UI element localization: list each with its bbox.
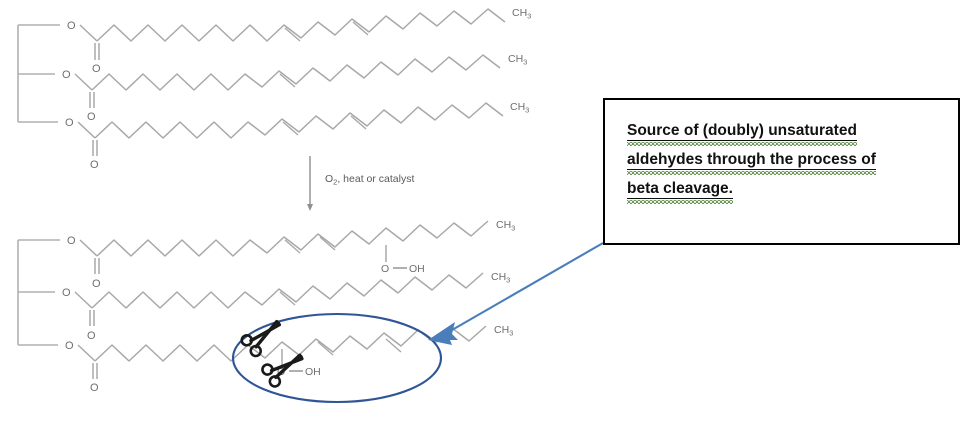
hydroperoxide-group-chain-1: O OH	[381, 263, 425, 275]
terminal-methyl-label: CH3	[494, 324, 513, 338]
callout-pointer-arrow	[428, 242, 604, 345]
spellcheck-underline	[627, 200, 733, 204]
ester-oxygen-label: O	[62, 287, 71, 299]
product-chain-2	[91, 272, 484, 309]
scissors-icon	[240, 319, 282, 358]
product-structure: O O O O O O CH3 O OH	[17, 219, 515, 394]
product-glycerol-backbone	[17, 239, 60, 346]
terminal-methyl-label: CH3	[512, 7, 531, 21]
spellcheck-underline	[627, 142, 857, 146]
reactant-chain-3	[94, 102, 504, 139]
carbonyl-oxygen-label: O	[90, 159, 99, 171]
text-underline	[627, 169, 876, 170]
carbonyl-oxygen-label: O	[87, 330, 96, 342]
product-chain-1	[96, 220, 489, 262]
callout-line: Source of (doubly) unsaturated	[627, 116, 857, 146]
ester-oxygen-label: O	[62, 69, 71, 81]
ester-oxygen-label: O	[65, 117, 74, 129]
carbonyl-oxygen-label: O	[90, 382, 99, 394]
ester-oxygen-label: O	[67, 20, 76, 32]
scissors-icon	[261, 353, 304, 388]
hydroperoxide-oh-label: OH	[409, 263, 425, 275]
hydroperoxide-o-label: O	[381, 263, 389, 275]
carbonyl-oxygen-label: O	[92, 278, 101, 290]
product-carbonyls	[74, 239, 100, 379]
terminal-methyl-label: CH3	[510, 101, 529, 115]
terminal-methyl-label: CH3	[491, 271, 510, 285]
terminal-methyl-label: CH3	[496, 219, 515, 233]
text-underline	[627, 198, 733, 199]
text-underline	[627, 140, 857, 141]
carbonyl-oxygen-label: O	[92, 63, 101, 75]
callout-line: aldehydes through the process of	[627, 145, 876, 175]
reaction-conditions-label: O2, heat or catalyst	[325, 173, 414, 187]
product-chain-3	[94, 325, 487, 365]
ester-oxygen-label: O	[65, 340, 74, 352]
reactant-structure: O O O O O O CH3 CH3	[17, 7, 531, 171]
reactant-glycerol-backbone	[17, 24, 60, 123]
reactant-carbonyls	[74, 24, 100, 156]
reaction-arrow-group: O2, heat or catalyst	[307, 156, 414, 211]
callout-line: beta cleavage.	[627, 174, 733, 204]
spellcheck-underline	[627, 171, 876, 175]
reactant-chain-2	[91, 54, 501, 91]
hydroperoxide-oh-label: OH	[305, 366, 321, 378]
reactant-chain-1	[96, 8, 506, 42]
terminal-methyl-label: CH3	[508, 53, 527, 67]
ester-oxygen-label: O	[67, 235, 76, 247]
callout-text-box: Source of (doubly) unsaturated aldehydes…	[603, 98, 960, 245]
beta-cleavage-highlight-ellipse	[231, 312, 443, 404]
carbonyl-oxygen-label: O	[87, 111, 96, 123]
